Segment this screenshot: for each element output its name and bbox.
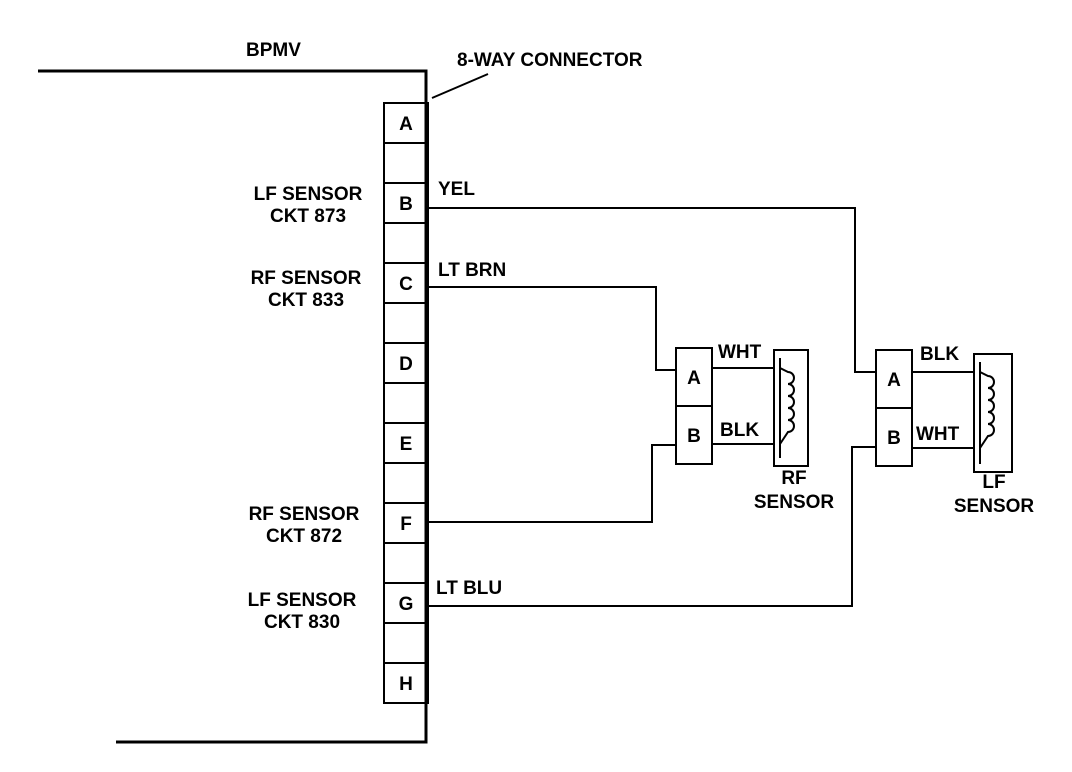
bpmv-module-outline <box>38 69 428 744</box>
connector-leader-line <box>431 73 489 99</box>
circuit-label-rf-872-line1: RF SENSOR <box>249 504 360 525</box>
lf-sensor-pin-a: A <box>887 370 901 391</box>
lf-sensor-label-line1: LF <box>982 472 1005 493</box>
rf-sensor-wire-a-label: WHT <box>718 342 762 363</box>
connector-pin-g: G <box>399 594 414 615</box>
connector-pin-e: E <box>400 434 413 455</box>
circuit-label-rf-833-line1: RF SENSOR <box>251 268 362 289</box>
rf-sensor-wire-b-label: BLK <box>720 420 759 441</box>
circuit-label-lf-830-line2: CKT 830 <box>264 612 340 633</box>
rf-sensor-pin-a: A <box>687 368 701 389</box>
circuit-label-lf-830-line1: LF SENSOR <box>248 590 357 611</box>
connector-pin-h: H <box>399 674 413 695</box>
bpmv-title: BPMV <box>246 40 301 61</box>
wire-label-lt-brn: LT BRN <box>438 260 506 281</box>
circuit-label-lf-873-line1: LF SENSOR <box>254 184 363 205</box>
connector-label: 8-WAY CONNECTOR <box>457 50 643 71</box>
connector-pin-c: C <box>399 274 413 295</box>
connector-pin-d: D <box>399 354 413 375</box>
rf-sensor-coil <box>779 367 795 445</box>
wire-pin-f <box>428 444 676 523</box>
wire-yel <box>428 207 876 373</box>
connector-pin-b: B <box>399 194 413 215</box>
lf-sensor-pin-b: B <box>887 428 901 449</box>
lf-sensor-wire-b-label: WHT <box>916 424 960 445</box>
circuit-label-lf-873-line2: CKT 873 <box>270 206 346 227</box>
rf-sensor-label-line2: SENSOR <box>754 492 835 513</box>
lf-sensor-coil <box>979 371 995 449</box>
lf-sensor-body <box>973 353 1013 473</box>
connector-body <box>383 102 429 704</box>
wire-lt-blu <box>428 446 876 607</box>
rf-sensor-label-line1: RF <box>781 468 806 489</box>
circuit-label-rf-833-line2: CKT 833 <box>268 290 344 311</box>
lf-sensor-label-line2: SENSOR <box>954 496 1035 517</box>
connector-dividers <box>384 142 428 664</box>
rf-sensor-body <box>773 349 809 467</box>
wire-label-lt-blu: LT BLU <box>436 578 502 599</box>
wire-label-yel: YEL <box>438 179 475 200</box>
wire-lt-brn <box>428 286 676 371</box>
connector-pin-a: A <box>399 114 413 135</box>
rf-sensor-pin-b: B <box>687 426 701 447</box>
connector-pin-f: F <box>400 514 412 535</box>
circuit-label-rf-872-line2: CKT 872 <box>266 526 342 547</box>
lf-sensor-wire-a-label: BLK <box>920 344 959 365</box>
